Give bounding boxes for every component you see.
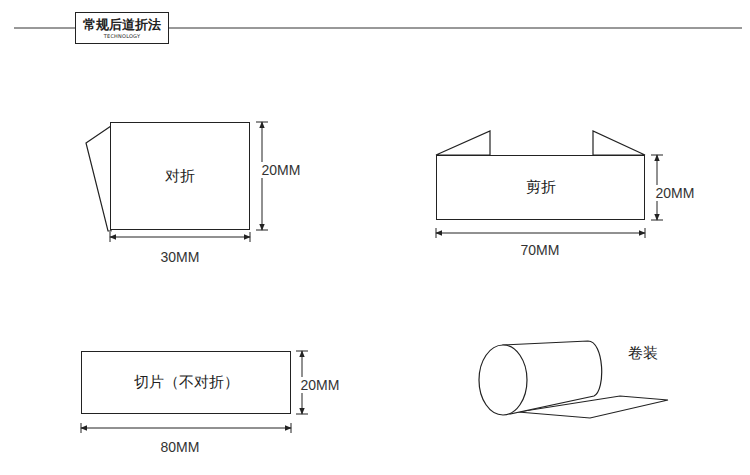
right-flap bbox=[593, 131, 645, 155]
dimension-label: 30MM bbox=[159, 249, 202, 265]
left-flap bbox=[436, 131, 490, 155]
roll-figure: 卷装 bbox=[470, 330, 680, 440]
dimension-label: 70MM bbox=[519, 242, 562, 258]
back-sheet bbox=[86, 126, 111, 231]
fold-label: 切片（不对折） bbox=[134, 373, 239, 392]
cut-fold-sheet: 剪折 bbox=[436, 155, 645, 220]
cut-sheet: 切片（不对折） bbox=[81, 351, 291, 414]
roll-label: 卷装 bbox=[628, 344, 658, 363]
dimension-label: 20MM bbox=[299, 377, 342, 393]
dimension-label: 80MM bbox=[159, 439, 202, 455]
header-box: 常规后道折法TECHNOLOGY bbox=[75, 12, 169, 44]
fold-label: 对折 bbox=[165, 167, 195, 186]
dimension-label: 20MM bbox=[654, 185, 697, 201]
fold-in-half-sheet: 对折 bbox=[110, 122, 250, 230]
dimension-lines bbox=[81, 122, 663, 433]
fold-label: 剪折 bbox=[526, 178, 556, 197]
header-title: 常规后道折法 bbox=[83, 17, 161, 33]
dimension-label: 20MM bbox=[260, 162, 303, 178]
header-subtitle: TECHNOLOGY bbox=[96, 33, 148, 40]
